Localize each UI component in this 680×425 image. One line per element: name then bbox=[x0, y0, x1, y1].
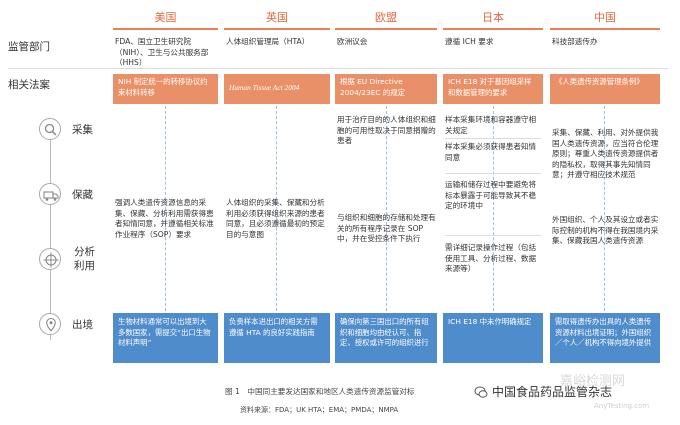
export-box-us: 生物材料通常可以出境到大多数国家，需提交“出口生物材料声明” bbox=[113, 313, 218, 363]
requirement-jp-1: 样本采集环境和容器遵守相关规定 bbox=[445, 115, 537, 135]
requirement-jp-4: 需详细记录操作过程（包括使用工具、分析过程、数据来源等） bbox=[445, 243, 537, 274]
column-header-cn: 中国 bbox=[550, 8, 660, 30]
wechat-icon bbox=[474, 384, 488, 398]
requirement-jp-2: 样本采集必须获得患者知情同意 bbox=[445, 142, 537, 162]
row-label-analyze: 分析 利用 bbox=[74, 246, 95, 272]
regulator-us: FDA、国立卫生研究院（NIH）、卫生与公共服务部（HHS） bbox=[115, 37, 209, 68]
column-header-jp: 日本 bbox=[443, 8, 543, 30]
requirement-us: 强调人类遗传资源信息的采集、保藏、分析利用需获得患者知情同意，并遵循相关标准作业… bbox=[115, 198, 214, 239]
watermark-text: 中国食品药品监管杂志 bbox=[492, 385, 613, 399]
row-label-law: 相关法案 bbox=[8, 79, 50, 91]
connector-line bbox=[493, 106, 494, 311]
connector-line bbox=[276, 106, 277, 311]
connector-line bbox=[604, 106, 605, 311]
location-pin-icon bbox=[39, 313, 61, 335]
watermark-logo: 嘉峪检测网 bbox=[560, 374, 626, 389]
law-box-eu: 根据 EU Directive 2004/23EC 的规定 bbox=[335, 74, 437, 104]
row-label-export: 出境 bbox=[72, 319, 93, 331]
timeline-line bbox=[50, 140, 51, 340]
regulator-eu: 欧洲议会 bbox=[337, 37, 368, 46]
requirement-eu-2: 与组织和细胞的存储和处理有关的所有程序记录在 SOP 中，并在受控条件下执行 bbox=[337, 213, 436, 244]
connector-line bbox=[165, 106, 166, 311]
regulator-uk: 人体组织管理局（HTA） bbox=[226, 37, 310, 46]
row-label-store: 保藏 bbox=[72, 189, 93, 201]
requirement-jp-3: 运输和储存过程中要避免将标本暴露于可能导致其不稳定的环境中 bbox=[445, 180, 537, 211]
column-header-uk: 英国 bbox=[224, 8, 330, 30]
figure-caption: 图 1 中国同主要发达国家和地区人类遗传资源监管对标 bbox=[225, 387, 415, 396]
law-box-cn: 《人类遗传资源管理条例》 bbox=[550, 74, 660, 104]
watermark-url: AnyTesting.com bbox=[594, 402, 650, 410]
law-box-us: NIH 制定统一的转移协议约束材料转移 bbox=[113, 74, 218, 104]
analysis-icon bbox=[39, 248, 61, 270]
connector-line bbox=[386, 106, 387, 311]
law-box-jp: ICH E18 对于基因组采样和数据管理的要求 bbox=[443, 74, 543, 104]
figure-source: 资料来源：FDA；UK HTA；EMA；PMDA；NMPA bbox=[240, 406, 399, 414]
divider bbox=[445, 138, 541, 139]
row-label-collect: 采集 bbox=[72, 124, 93, 136]
column-header-eu: 欧盟 bbox=[335, 8, 437, 30]
column-header-us: 美国 bbox=[113, 8, 218, 30]
requirement-cn-2: 外国组织、个人及其设立或者实际控制的机构不得在我国境内采集、保藏我国人类遗传资源 bbox=[552, 215, 659, 246]
law-box-uk: Human Tissue Act 2004 bbox=[224, 74, 330, 104]
export-box-uk: 负责样本进出口的相关方需遵循 HTA 的良好实践指南 bbox=[224, 313, 330, 363]
export-box-cn: 需取得遗传办出具的人类遗传资源材料出境证明；外国组织／个人／机构不得向境外提供 bbox=[550, 313, 660, 363]
divider bbox=[8, 68, 668, 69]
requirement-uk: 人体组织的采集、保藏和分析利用必须获得组织来源的患者同意，且必须遵循最初的预定目… bbox=[226, 198, 325, 239]
export-box-jp: ICH E18 中未作明确规定 bbox=[443, 313, 543, 363]
regulator-jp: 遵循 ICH 要求 bbox=[445, 37, 494, 46]
export-box-eu: 确保向第三国出口的所有组织和细胞均由经认可、指定、授权或许可的组织进行 bbox=[335, 313, 437, 363]
row-label-regulator: 监管部门 bbox=[8, 41, 50, 53]
requirement-eu-1: 用于治疗目的的人体组织和细胞的可用性取决于同意捐赠的患者 bbox=[337, 115, 436, 146]
divider bbox=[445, 235, 541, 236]
divider bbox=[445, 173, 541, 174]
truck-icon bbox=[39, 183, 61, 205]
search-icon bbox=[39, 118, 61, 140]
regulator-cn: 科技部遗传办 bbox=[552, 37, 598, 46]
requirement-cn-1: 采集、保藏、利用、对外提供我国人类遗传资源，应当符合伦理原则；尊重人类遗传资源提… bbox=[552, 128, 659, 180]
